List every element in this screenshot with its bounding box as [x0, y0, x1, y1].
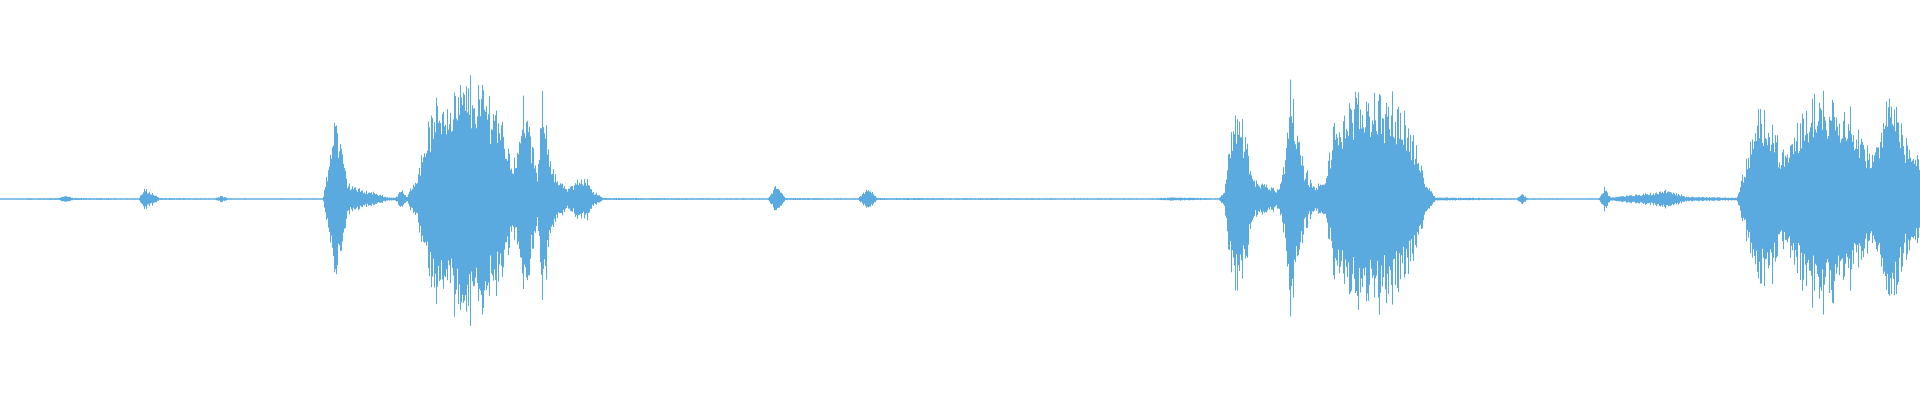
waveform-trace [0, 75, 1920, 326]
waveform-samples [0, 75, 1920, 326]
